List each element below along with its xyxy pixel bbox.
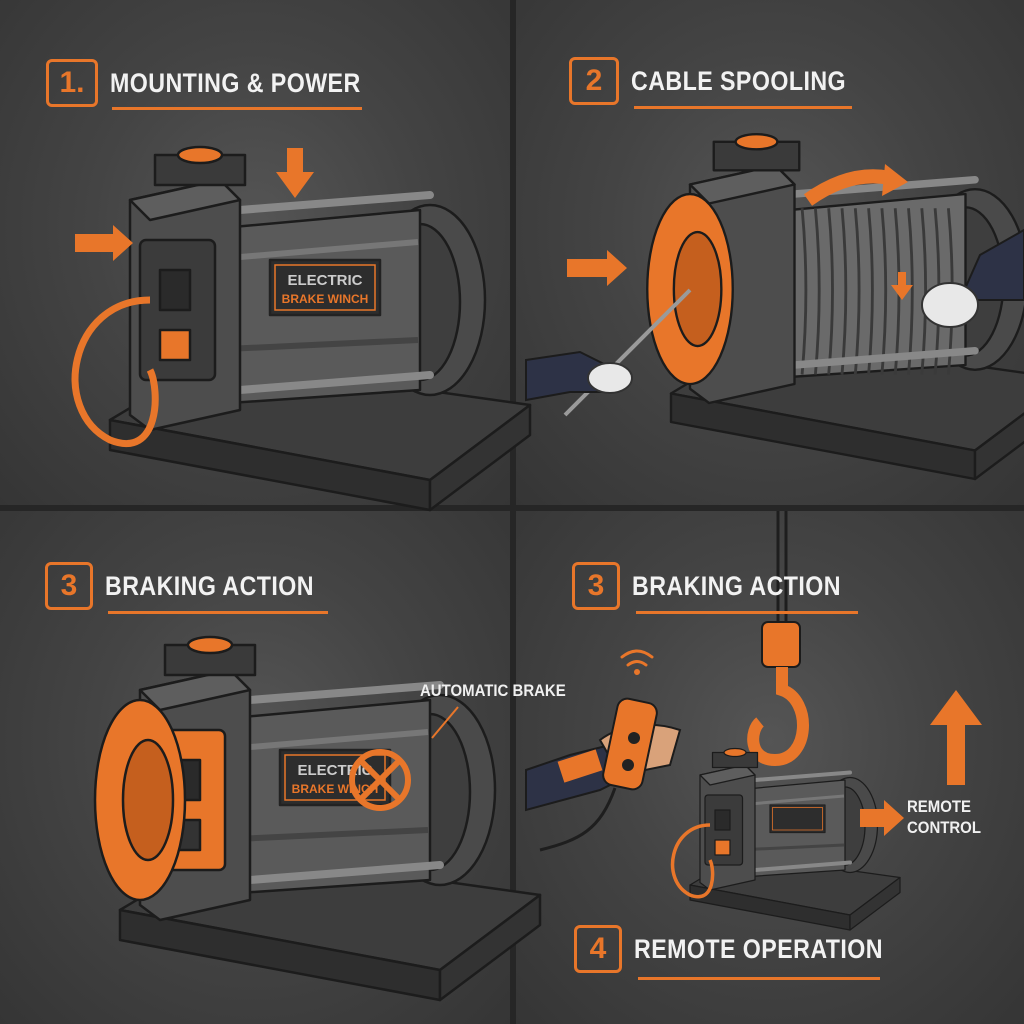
power-cord — [670, 823, 715, 899]
base-frame-side — [428, 403, 532, 512]
step-number: 4 — [574, 925, 622, 973]
top-cap — [734, 132, 779, 151]
cable-wrap — [813, 208, 821, 375]
cable-wrap — [800, 208, 808, 375]
title-underline — [638, 977, 880, 980]
step-number: 2 — [569, 57, 619, 105]
top-cap — [176, 145, 224, 165]
cable-end — [563, 288, 692, 417]
step-number: 3 — [45, 562, 93, 610]
step-header-2: 2 CABLE SPOOLING — [569, 57, 881, 105]
power-socket — [158, 328, 192, 362]
cable-wrap — [827, 208, 834, 375]
step-number: 1. — [46, 59, 98, 107]
tie-rod — [236, 371, 434, 394]
step-header-4: 4 REMOTE OPERATION — [574, 925, 924, 973]
remote-control-label: REMOTE CONTROL — [907, 796, 981, 838]
remote-control-label-line2: CONTROL — [907, 818, 981, 837]
winch-cable-spooling — [646, 132, 1024, 481]
step-number: 3 — [572, 562, 620, 610]
remote-control-icon — [602, 697, 658, 791]
step-header-1: 1. MOUNTING & POWER — [46, 59, 402, 107]
wifi-signal-icon — [620, 649, 654, 659]
wifi-dot — [634, 669, 640, 675]
brake-x-icon — [349, 749, 411, 811]
tie-rod — [246, 861, 444, 884]
base-frame-side — [973, 412, 1024, 481]
arrow-up-icon — [930, 690, 982, 785]
brake-disc-hub — [672, 230, 723, 348]
title-underline — [112, 107, 362, 110]
gear-housing-top — [699, 764, 756, 786]
cable-wrap — [853, 208, 861, 375]
remote-cable — [539, 787, 617, 852]
remote-control-label-line1: REMOTE — [907, 797, 972, 816]
cable-wrap — [867, 208, 874, 375]
power-socket — [714, 839, 731, 856]
nameplate — [278, 748, 392, 807]
base-frame-side — [438, 893, 542, 1002]
nameplate-border — [274, 264, 376, 311]
curved-arrow-icon — [803, 169, 892, 206]
step-header-3: 3 BRAKING ACTION — [45, 562, 348, 610]
power-cord — [71, 296, 159, 447]
step-title: REMOTE OPERATION — [634, 933, 883, 964]
step-title: MOUNTING & POWER — [110, 67, 361, 98]
top-cap — [186, 635, 234, 655]
wrist-band — [557, 749, 603, 783]
control-panel — [158, 268, 192, 312]
cable-wrap — [840, 208, 848, 375]
nameplate — [268, 258, 382, 317]
curved-arrow-head — [882, 164, 908, 196]
control-panel — [714, 809, 731, 831]
remote-button — [622, 759, 634, 771]
top-cap — [723, 747, 747, 758]
callout-pointer — [431, 706, 459, 739]
tie-rod — [753, 770, 852, 782]
arrow-right-icon — [860, 800, 904, 836]
winch-remote — [670, 747, 901, 931]
tie-rod — [753, 860, 852, 872]
winch-mounting: ELECTRIC BRAKE WINCH — [71, 145, 532, 512]
arrow-right-icon — [567, 250, 627, 286]
nameplate-text: BRAKE WINCH — [282, 292, 369, 306]
title-underline — [108, 611, 328, 614]
automatic-brake-label: AUTOMATIC BRAKE — [420, 681, 566, 700]
nameplate-border — [772, 807, 823, 831]
arrow-down-icon — [891, 272, 913, 300]
arrow-right-icon — [75, 225, 133, 261]
step-title: BRAKING ACTION — [105, 570, 314, 601]
title-underline — [634, 106, 852, 109]
tie-rod — [246, 681, 444, 704]
hook-block — [761, 621, 801, 668]
nameplate-text: ELECTRIC — [288, 272, 363, 289]
brake-disc-hub — [121, 738, 175, 862]
wifi-signal-icon — [626, 660, 648, 667]
remote-button — [628, 732, 640, 744]
step-title: BRAKING ACTION — [632, 570, 841, 601]
nameplate — [769, 804, 826, 834]
arrow-down-icon — [276, 148, 314, 198]
step-header-3b: 3 BRAKING ACTION — [572, 562, 875, 610]
title-underline — [636, 611, 858, 614]
tie-rod — [790, 346, 979, 369]
gear-housing-top — [128, 178, 242, 222]
crane-hook-icon — [747, 667, 809, 767]
step-title: CABLE SPOOLING — [631, 65, 847, 96]
base-frame-side — [849, 876, 901, 931]
left-glove — [587, 362, 633, 394]
right-glove — [921, 282, 979, 328]
tie-rod — [236, 191, 434, 214]
brake-x-line — [359, 759, 401, 801]
